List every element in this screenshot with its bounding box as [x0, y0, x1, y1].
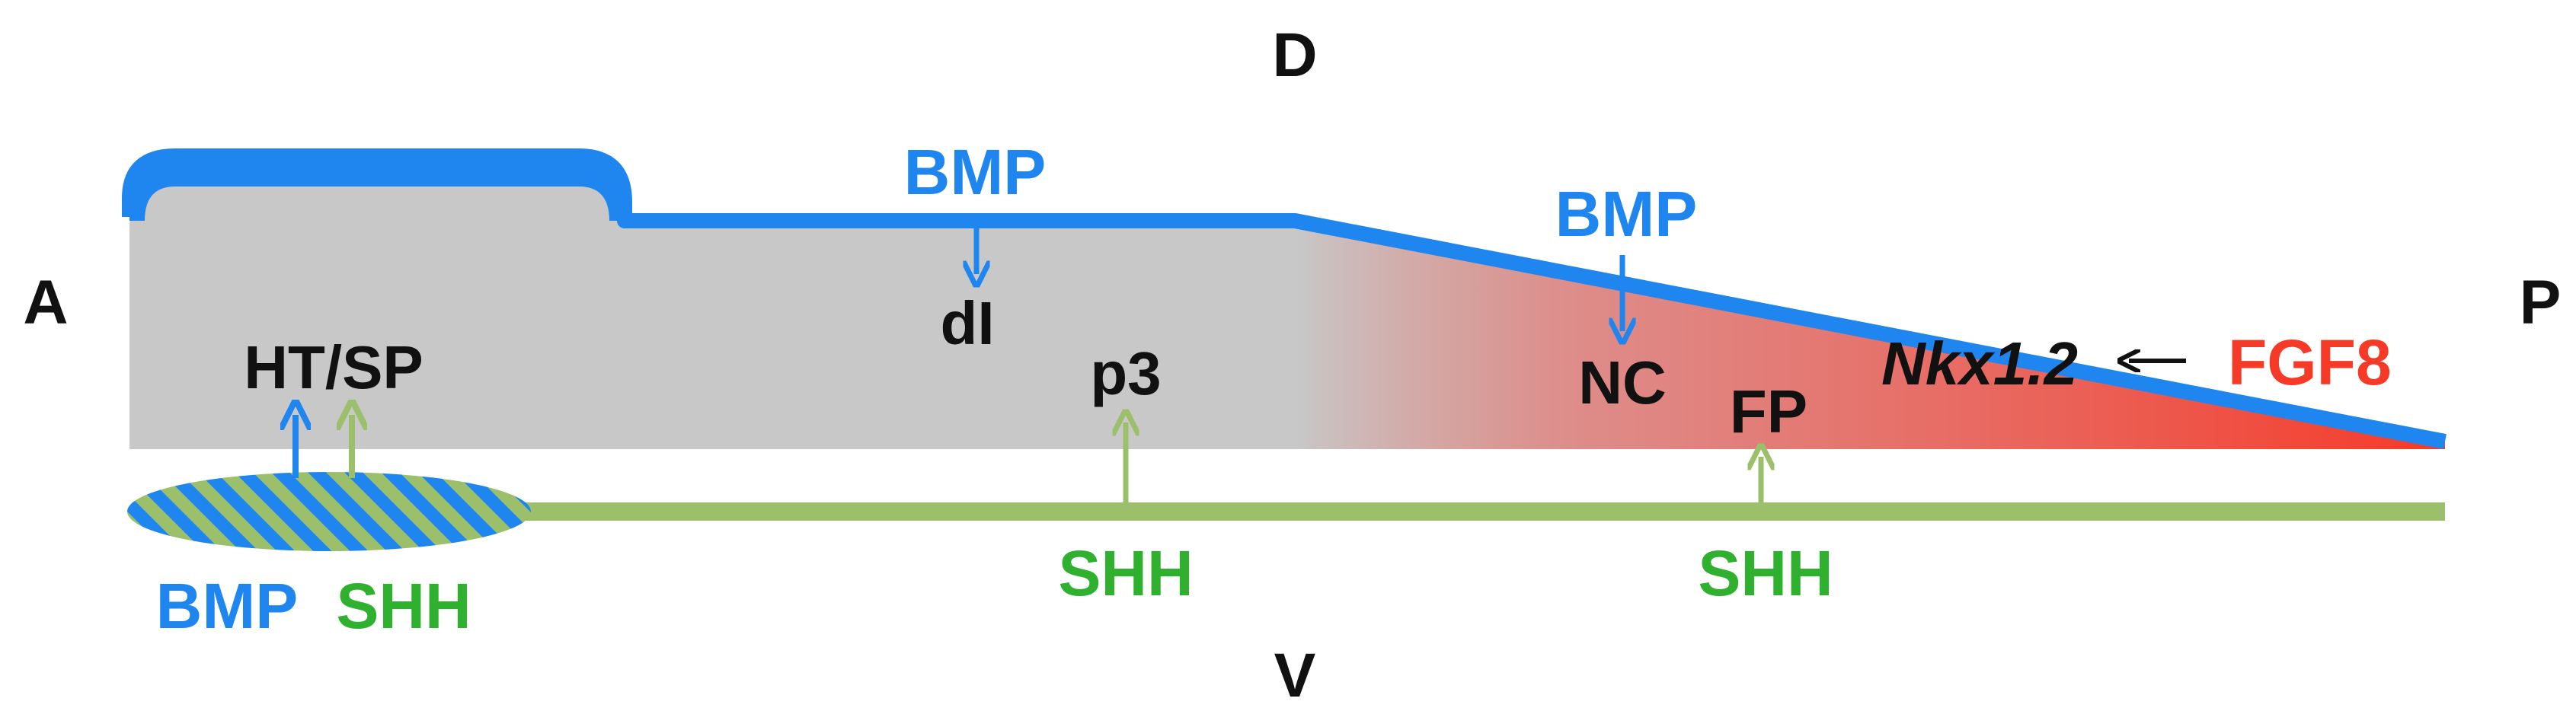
axis-label-dorsal: D: [1272, 21, 1317, 90]
signal-label-nkx: Nkx1.2: [1881, 330, 2078, 397]
anterior-bmp-cap: [129, 152, 625, 221]
region-label-ht-sp: HT/SP: [244, 333, 423, 401]
signal-label-shh-mid: SHH: [1058, 537, 1193, 609]
axis-label-anterior: A: [23, 268, 68, 337]
region-label-p3: p3: [1090, 340, 1161, 407]
signal-label-shh-posterior: SHH: [1698, 537, 1833, 609]
axis-label-ventral: V: [1274, 641, 1316, 710]
ventral-shh-line: [495, 502, 2445, 521]
signal-label-shh-ventral-anterior: SHH: [336, 570, 471, 642]
signal-label-bmp-dorsal-posterior: BMP: [1555, 178, 1698, 250]
axis-label-posterior: P: [2520, 268, 2562, 337]
signal-label-fgf8: FGF8: [2228, 327, 2392, 398]
signal-label-bmp-dorsal-mid: BMP: [904, 136, 1047, 208]
region-label-di: dI: [940, 289, 994, 357]
signal-label-bmp-ventral: BMP: [156, 570, 299, 642]
region-label-nc: NC: [1578, 349, 1667, 416]
ventral-hatched-source: [127, 472, 531, 551]
region-label-fp: FP: [1730, 378, 1807, 445]
